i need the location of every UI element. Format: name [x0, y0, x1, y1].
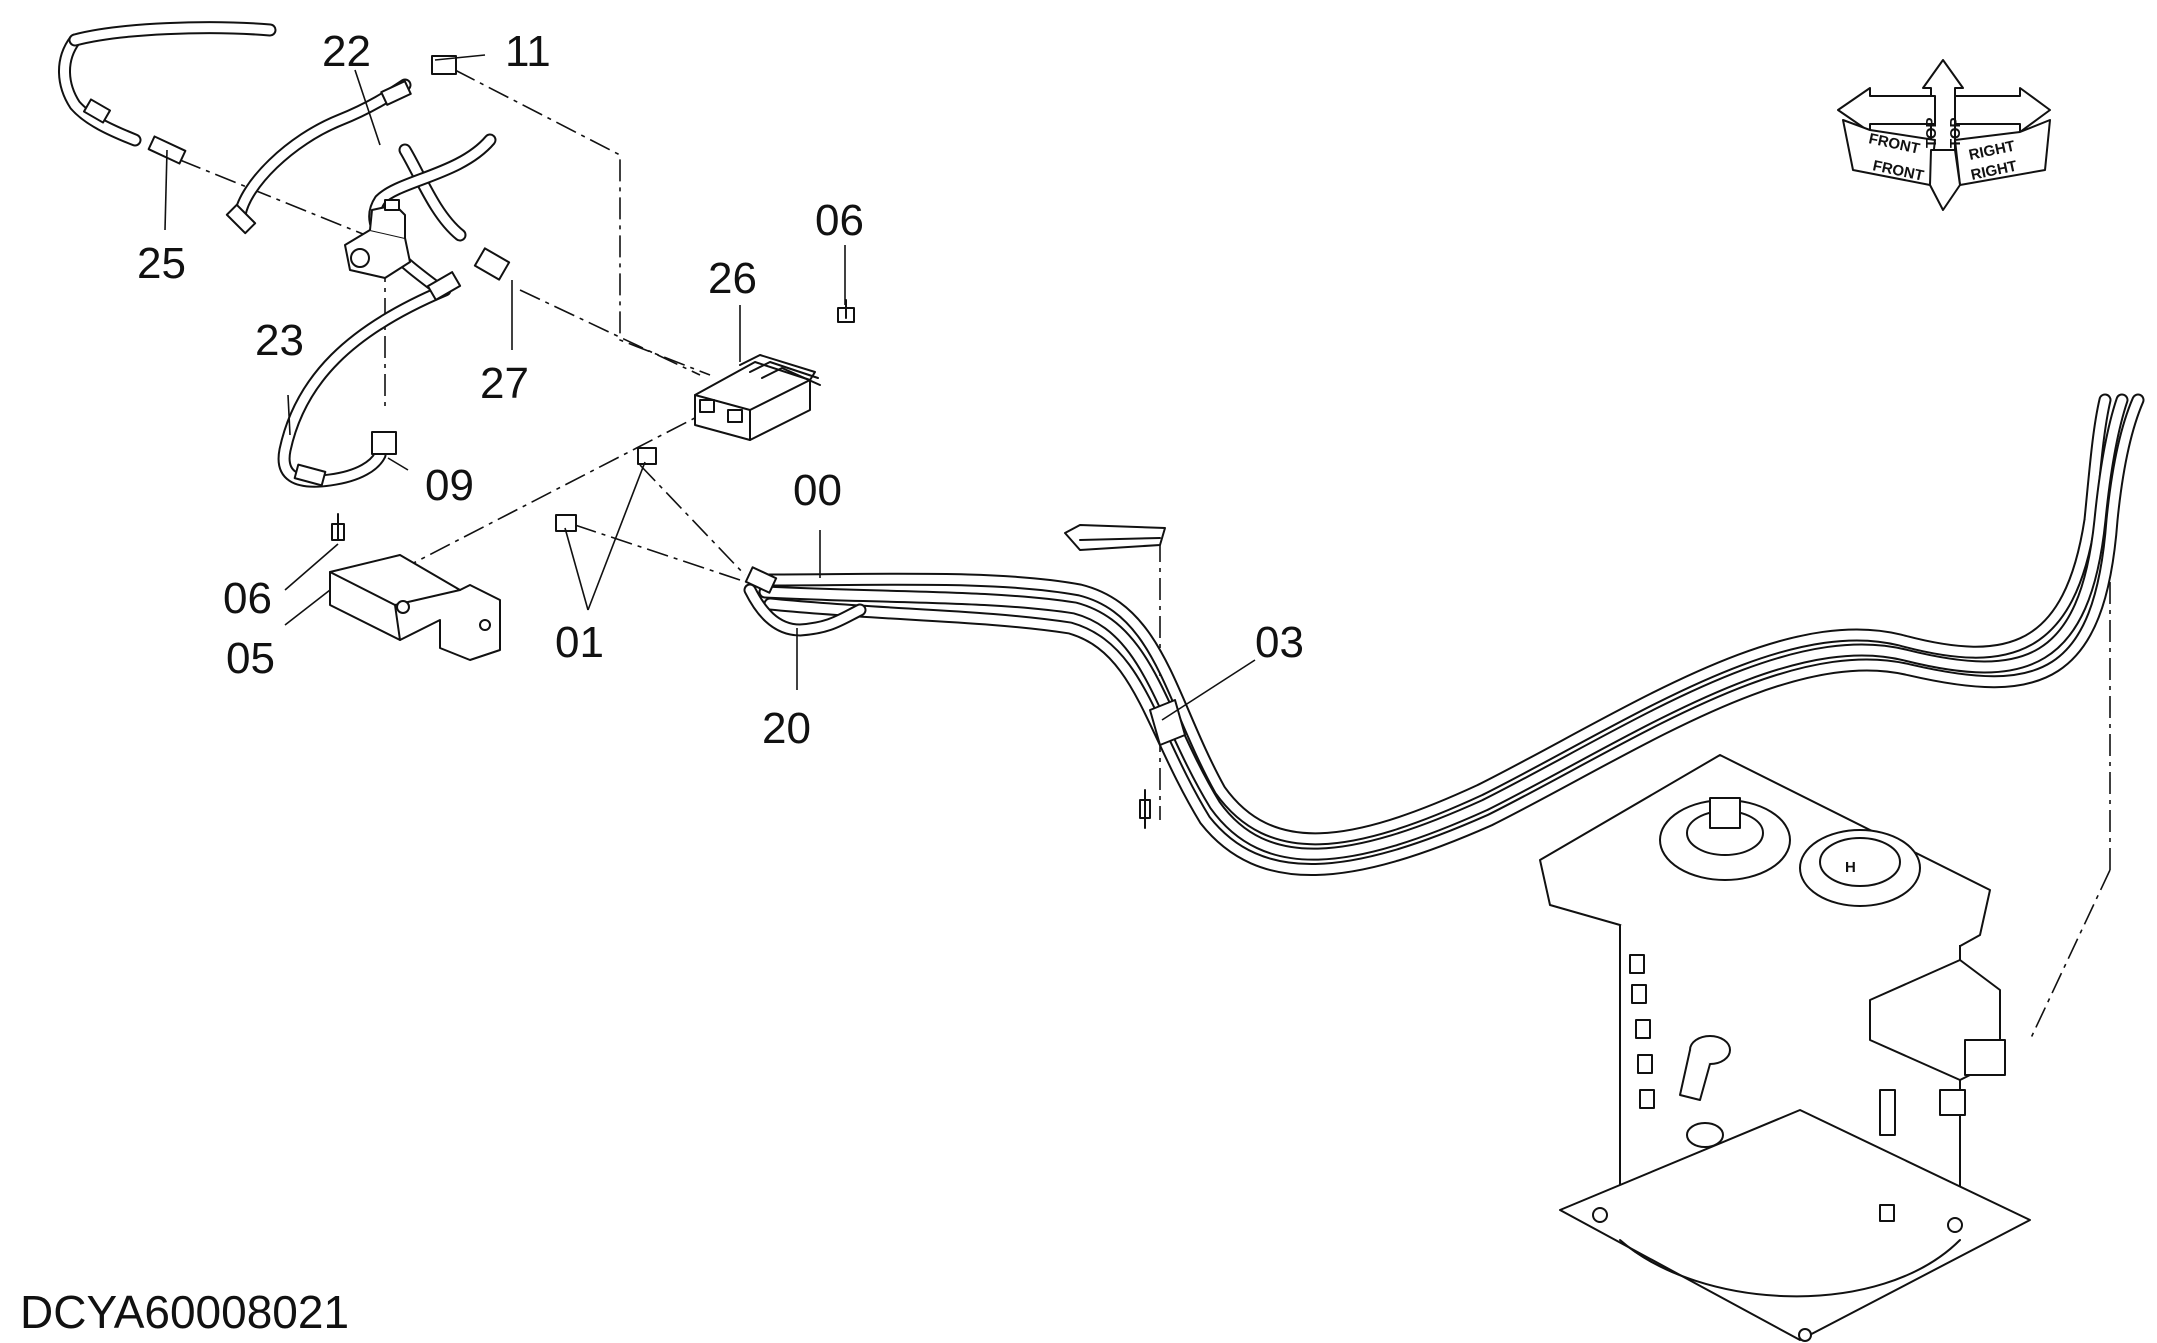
callout-01: 01 [555, 618, 604, 667]
callouts: 22 11 25 06 26 23 27 09 00 06 05 01 03 2… [137, 27, 1304, 753]
clip-03 [1064, 524, 1186, 746]
callout-22: 22 [322, 27, 371, 76]
fittings [82, 55, 1151, 829]
component-26-box [694, 354, 821, 441]
callout-06-bottom: 06 [223, 574, 272, 623]
callout-03: 03 [1255, 618, 1304, 667]
callout-06-top: 06 [815, 196, 864, 245]
callout-23: 23 [255, 316, 304, 365]
drawing-code: DCYA60008021 [20, 1286, 349, 1338]
callout-leaders [164, 54, 1256, 721]
top-label-b: TOP [1947, 117, 1964, 148]
orientation-symbol: TOP TOP FRONT FRONT RIGHT RIGHT [1837, 59, 2051, 211]
callout-05: 05 [226, 634, 275, 683]
valve-block [344, 199, 411, 279]
bracket-05 [329, 554, 501, 661]
tank-assembly: H [1539, 754, 2031, 1342]
callout-25: 25 [137, 239, 186, 288]
callout-00: 00 [793, 466, 842, 515]
callout-11: 11 [505, 27, 551, 76]
top-label-a: TOP [1923, 117, 1940, 148]
callout-20: 20 [762, 704, 811, 753]
callout-26: 26 [708, 254, 757, 303]
assembly-lines [179, 69, 2111, 1041]
callout-27: 27 [480, 359, 529, 408]
callout-09: 09 [425, 461, 474, 510]
tank-cap-mark: H [1845, 859, 1856, 876]
